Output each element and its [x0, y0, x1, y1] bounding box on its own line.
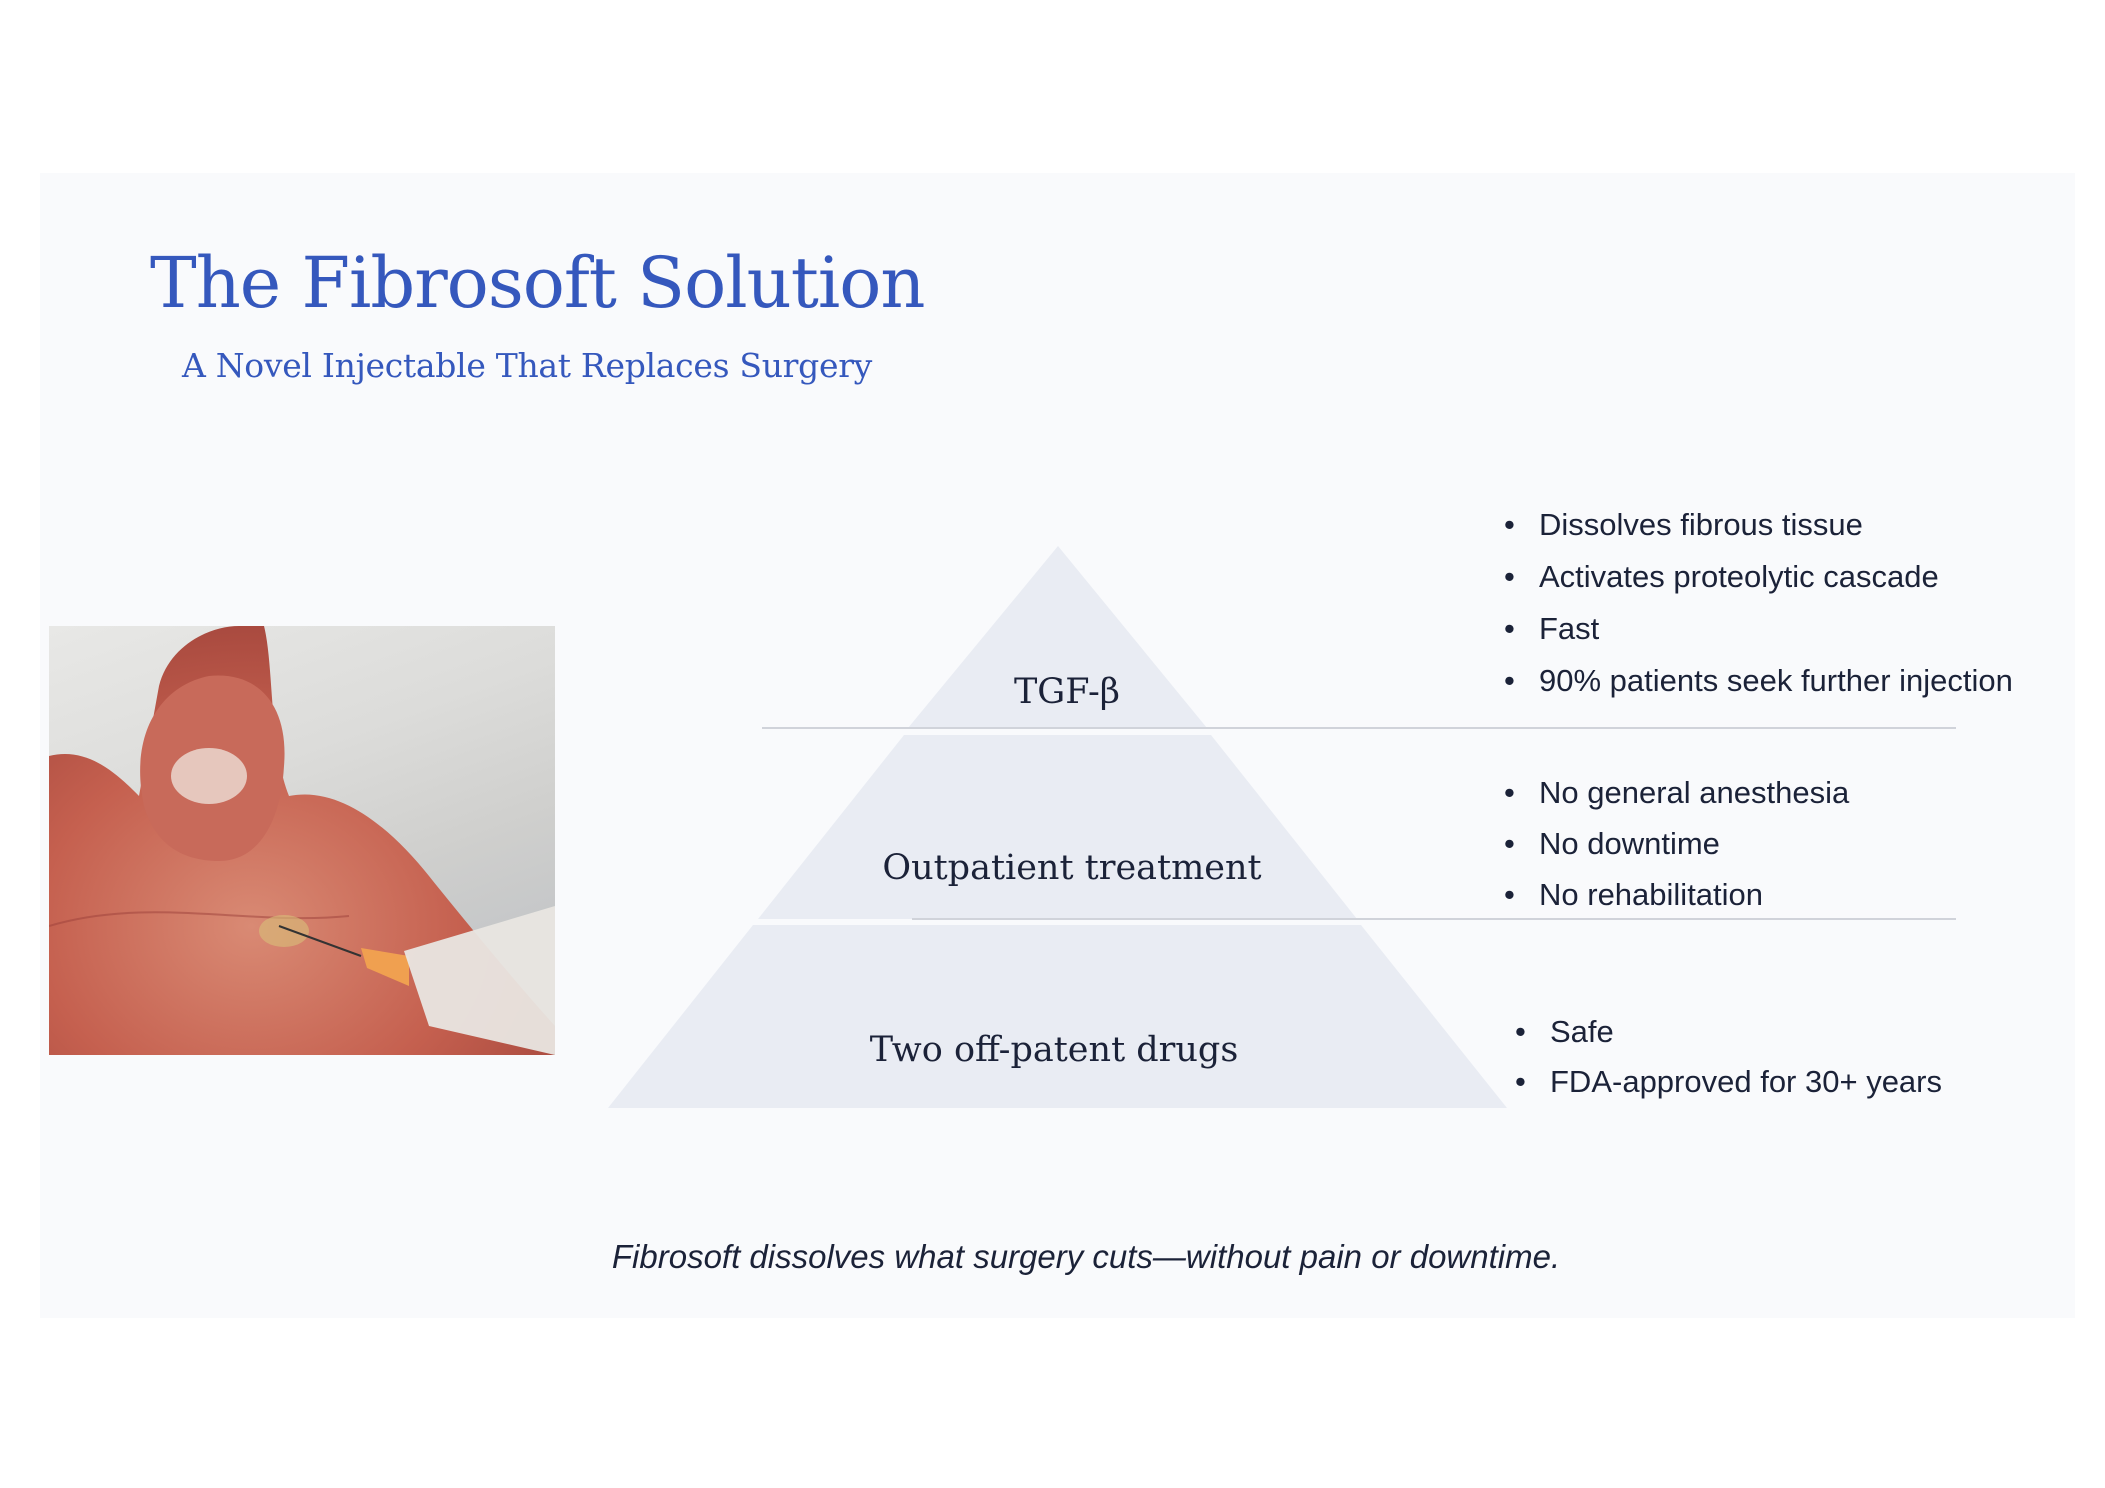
hand-injection-illustration — [49, 626, 555, 1055]
bullet-list-middle: •No general anesthesia •No downtime •No … — [1504, 767, 1850, 920]
bullet-item: •No rehabilitation — [1504, 877, 1764, 912]
bullet-list-bottom: •Safe •FDA-approved for 30+ years — [1515, 1007, 1942, 1107]
bullet-item: •No general anesthesia — [1504, 775, 1850, 810]
slide-title: The Fibrosoft Solution — [150, 242, 925, 324]
bullet-list-top: •Dissolves fibrous tissue •Activates pro… — [1504, 499, 2013, 707]
bullet-item: •Dissolves fibrous tissue — [1504, 507, 1863, 542]
bullet-item: •Fast — [1504, 611, 1600, 646]
slide-subtitle: A Novel Injectable That Replaces Surgery — [182, 346, 873, 385]
tier-label-top: TGF-β — [1013, 672, 1121, 712]
hand-injection-photo — [49, 626, 555, 1055]
bullet-item: •90% patients seek further injection — [1504, 663, 2013, 698]
bullet-item: •FDA-approved for 30+ years — [1515, 1064, 1942, 1099]
bullet-item: •Activates proteolytic cascade — [1504, 559, 1939, 594]
slide-footer-tagline: Fibrosoft dissolves what surgery cuts—wi… — [611, 1238, 1561, 1275]
bullet-item: •Safe — [1515, 1014, 1614, 1049]
tier-label-bottom: Two off-patent drugs — [869, 1030, 1239, 1070]
tier-label-middle: Outpatient treatment — [882, 848, 1262, 888]
bullet-item: •No downtime — [1504, 826, 1720, 861]
